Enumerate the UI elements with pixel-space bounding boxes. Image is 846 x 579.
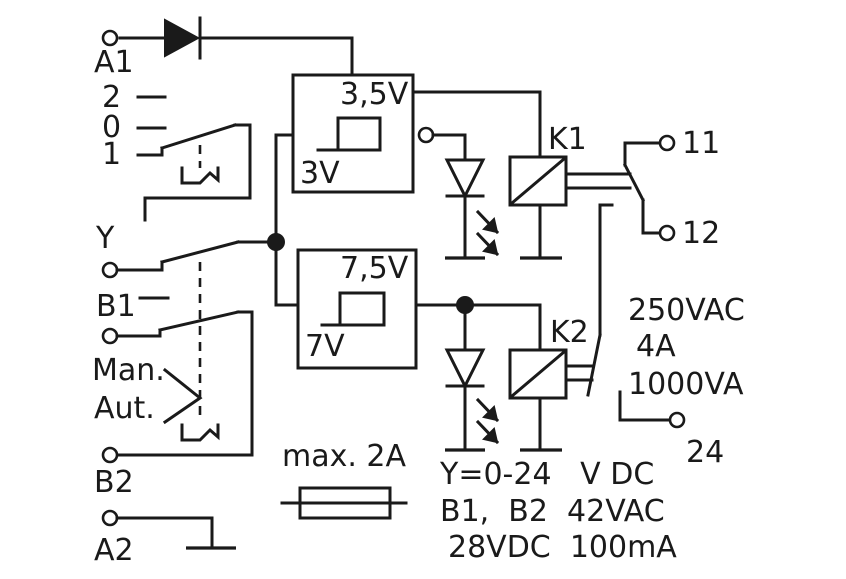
label-y: Y (95, 221, 115, 256)
selector-switch (136, 95, 252, 222)
label-b2: B2 (94, 465, 134, 500)
label-pos0: 0 (102, 110, 121, 145)
label-man: Man. (92, 353, 165, 388)
spec-line-1: Y=0-24 V DC (439, 457, 654, 492)
hysteresis-icon-upper (316, 116, 382, 152)
k2-contact (586, 203, 672, 422)
label-aut: Aut. (94, 391, 155, 426)
label-a2: A2 (94, 533, 134, 568)
mode-switch (115, 262, 254, 457)
k2-wiring (520, 364, 594, 452)
ground-symbol (115, 516, 236, 550)
signal-bus (274, 133, 300, 307)
fuse-symbol (280, 486, 408, 520)
comparator-lower (296, 248, 418, 370)
k1-contact (622, 141, 662, 235)
terminal-a2 (101, 509, 119, 527)
relay-k2-label: K2 (550, 315, 589, 350)
label-12: 12 (682, 216, 720, 251)
led-lower (444, 348, 500, 452)
input-diode (118, 16, 354, 77)
hysteresis-icon-lower (320, 291, 386, 327)
label-pos2: 2 (102, 80, 121, 115)
lower-output-wiring (414, 303, 542, 352)
terminal-b1 (101, 327, 119, 345)
k1-wiring (520, 172, 632, 260)
terminal-24 (668, 411, 686, 429)
terminal-12 (658, 224, 676, 242)
fuse-label: max. 2A (282, 439, 407, 474)
spec-line-3: 28VDC 100mA (448, 530, 677, 565)
comparator-upper-low: 3V (300, 156, 340, 191)
comparator-lower-low: 7V (305, 329, 345, 364)
junction-dot-k2 (456, 296, 474, 314)
led-upper (444, 158, 500, 260)
terminal-11 (658, 134, 676, 152)
inverter-bubble (417, 126, 435, 144)
comparator-upper (291, 73, 415, 194)
upper-output-wiring (411, 90, 542, 160)
comparator-upper-high: 3,5V (340, 77, 409, 112)
spec-line-2: B1, B2 42VAC (440, 494, 665, 529)
label-11: 11 (682, 126, 720, 161)
y-switch (115, 240, 278, 272)
terminal-b2 (101, 446, 119, 464)
label-24: 24 (686, 435, 724, 470)
terminal-a1 (101, 29, 119, 47)
terminal-y (101, 261, 119, 279)
comparator-lower-high: 7,5V (340, 251, 409, 286)
rating-current: 4A (636, 329, 676, 364)
relay-k1-label: K1 (548, 122, 587, 157)
rating-power: 1000VA (628, 367, 744, 402)
label-a1: A1 (94, 45, 134, 80)
rating-voltage: 250VAC (628, 293, 745, 328)
label-pos1: 1 (102, 137, 121, 172)
label-b1: B1 (96, 289, 136, 324)
